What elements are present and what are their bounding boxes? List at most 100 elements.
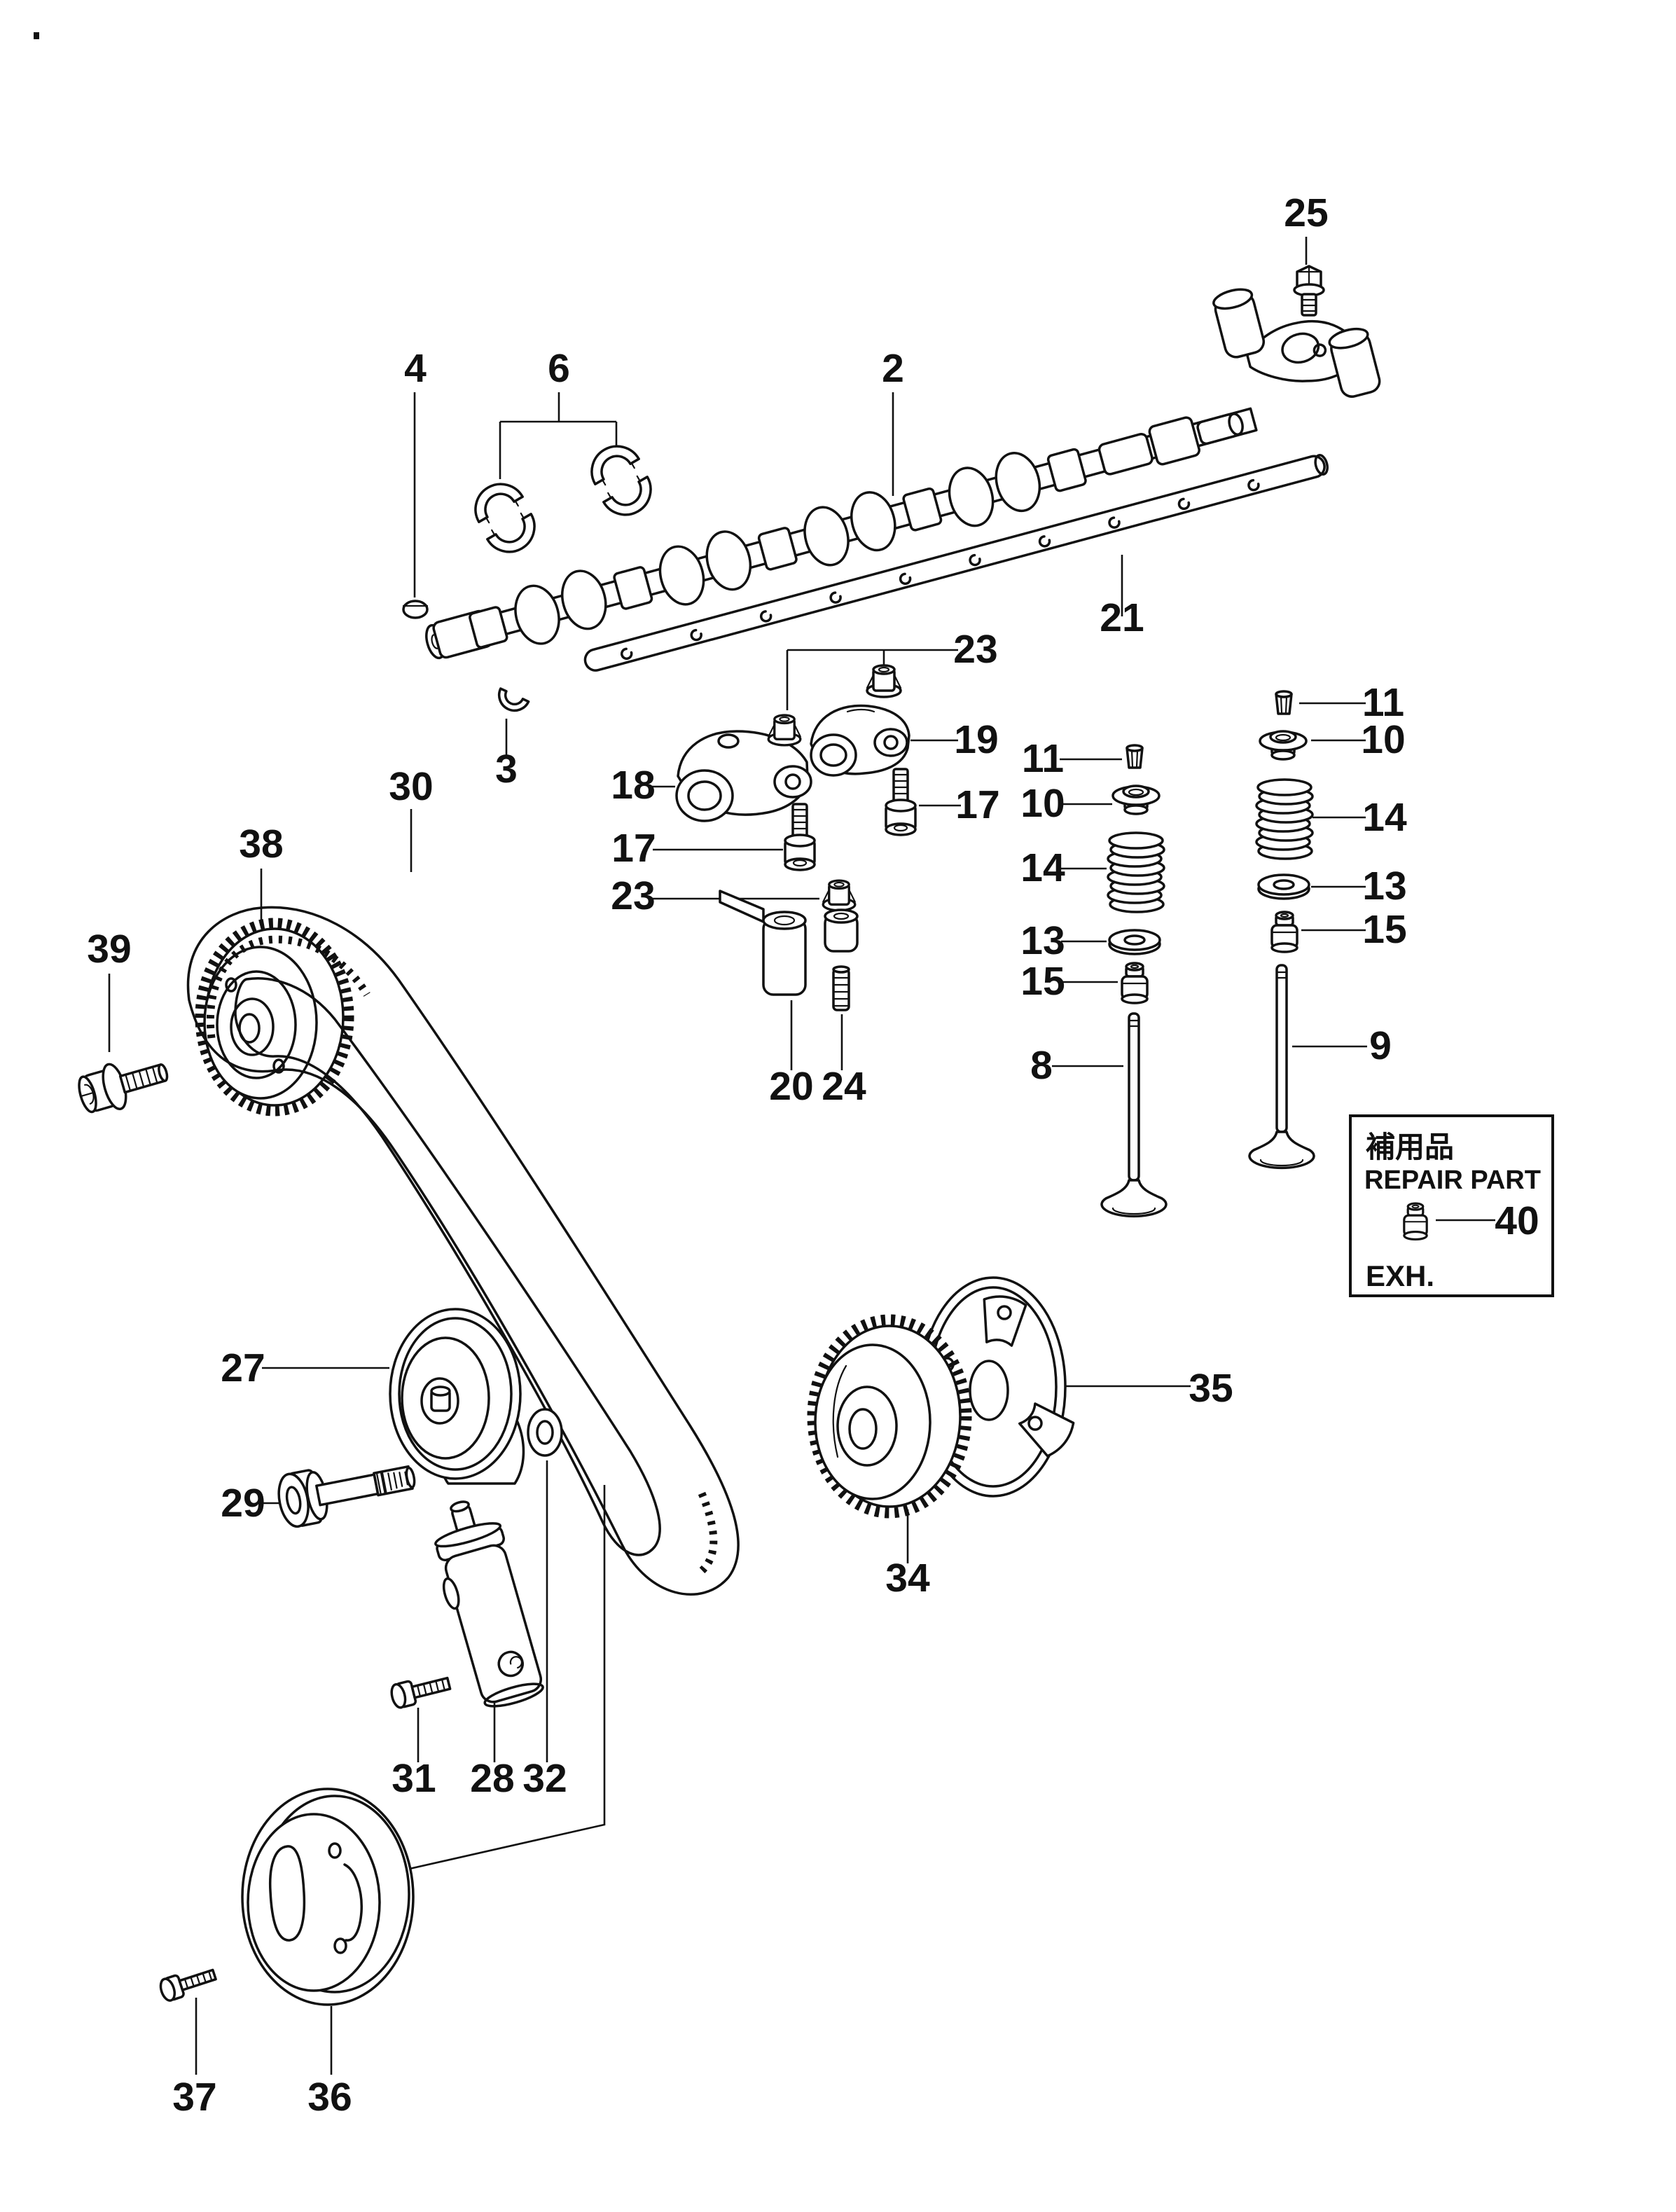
camshaft-plug xyxy=(402,600,429,619)
callout-36: 36 xyxy=(307,2075,352,2120)
intake-valve-8 xyxy=(1100,1012,1168,1218)
callout-17-left: 17 xyxy=(611,826,656,871)
camshaft xyxy=(425,407,1258,660)
callout-15-right: 15 xyxy=(1362,907,1406,952)
stem-seal-15-right xyxy=(1270,911,1298,953)
leader-valve-right-column xyxy=(1299,702,1366,932)
tensioner-damper-28 xyxy=(434,1500,544,1708)
print-speck xyxy=(34,32,39,39)
callout-25: 25 xyxy=(1284,191,1328,235)
callout-23-bottom: 23 xyxy=(611,873,655,918)
pulley-slot xyxy=(268,1845,306,1942)
callout-40: 40 xyxy=(1495,1198,1539,1243)
rocker-nut-23-a xyxy=(866,664,902,698)
stem-seal-15-left xyxy=(1121,962,1149,1004)
damper-bolt-31 xyxy=(390,1676,452,1709)
callout-14-left: 14 xyxy=(1020,845,1065,890)
callout-18: 18 xyxy=(611,763,655,808)
rocker-arm-18 xyxy=(675,730,812,822)
timing-belt xyxy=(186,906,740,1596)
callout-6: 6 xyxy=(548,346,570,391)
leader-6 xyxy=(499,392,618,479)
repair-box-frame xyxy=(1349,1114,1554,1297)
pulley-bolt-37 xyxy=(159,1968,217,2002)
repair-part-box: 補用品 REPAIR PART 40 EXH. xyxy=(1349,1114,1554,1297)
belt-inner-edge xyxy=(234,977,661,1556)
rocker-shaft xyxy=(583,454,1329,672)
callout-2: 2 xyxy=(882,346,904,391)
callout-4: 4 xyxy=(404,346,427,391)
callout-13-left: 13 xyxy=(1020,918,1065,963)
rocker-nut-23-b xyxy=(767,714,802,747)
callout-37: 37 xyxy=(172,2075,216,2120)
shaft-oil-holes xyxy=(620,478,1260,661)
valve-spring-14-left xyxy=(1107,831,1165,913)
crank-pulley-36 xyxy=(241,1788,415,2006)
callout-30: 30 xyxy=(389,764,433,809)
washer-32 xyxy=(527,1408,563,1457)
mount-bracket-group xyxy=(719,890,859,1011)
callout-29: 29 xyxy=(221,1481,265,1526)
callout-20: 20 xyxy=(769,1064,813,1109)
belt-teeth-bottom xyxy=(696,1491,718,1577)
callout-39: 39 xyxy=(87,927,131,972)
camshaft-cap xyxy=(1212,288,1381,398)
valve-keeper-11-left xyxy=(1126,744,1144,769)
leader-23-top xyxy=(786,649,958,710)
callout-24: 24 xyxy=(822,1064,866,1109)
callout-31: 31 xyxy=(392,1756,436,1801)
repair-box-note: EXH. xyxy=(1366,1259,1434,1292)
callout-21: 21 xyxy=(1100,595,1144,640)
callout-9: 9 xyxy=(1369,1023,1392,1068)
callout-34: 34 xyxy=(885,1556,930,1601)
bracket-arm xyxy=(719,890,765,923)
callout-17-right: 17 xyxy=(955,782,999,827)
stud-24 xyxy=(832,965,850,1011)
cap-bolt-25 xyxy=(1293,265,1325,317)
valve-keeper-11-right xyxy=(1275,690,1293,715)
pulley-teeth-ring xyxy=(195,918,354,1117)
spring-seat-13-right xyxy=(1257,873,1310,900)
callout-labels: 25 4 6 2 21 23 19 17 18 17 23 3 30 38 39… xyxy=(87,191,1407,2120)
callout-10-right: 10 xyxy=(1361,717,1405,762)
callout-3: 3 xyxy=(495,747,518,792)
rocker-arm-group xyxy=(675,664,917,912)
callout-14-right: 14 xyxy=(1362,795,1407,840)
rocker-arm-19 xyxy=(810,704,910,777)
spring-retainer-10-left xyxy=(1111,784,1161,815)
repair-box-title-en: REPAIR PART xyxy=(1364,1166,1541,1195)
callout-19: 19 xyxy=(954,717,998,762)
callout-28: 28 xyxy=(470,1756,514,1801)
spring-retainer-10-right xyxy=(1259,730,1308,761)
repair-box-title-jp: 補用品 xyxy=(1366,1131,1454,1163)
rocker-bolt-17-right xyxy=(885,768,917,836)
tensioner-pulley-27 xyxy=(389,1308,522,1480)
pulley-bolt-39 xyxy=(78,1063,169,1114)
callout-32: 32 xyxy=(522,1756,567,1801)
rocker-bolt-17-left xyxy=(784,803,816,871)
callout-15-left: 15 xyxy=(1020,959,1065,1004)
callout-38: 38 xyxy=(239,822,283,866)
valve-spring-14-right xyxy=(1255,778,1314,860)
callout-27: 27 xyxy=(221,1346,265,1390)
valve-train-left-column xyxy=(1100,744,1168,1218)
callout-11-left: 11 xyxy=(1022,736,1064,781)
exhaust-valve-9 xyxy=(1248,964,1315,1170)
tensioner-group xyxy=(277,1308,563,1528)
callout-23-top: 23 xyxy=(953,627,997,672)
callout-11-right: 11 xyxy=(1362,680,1404,725)
rocker-shaft-clip xyxy=(498,687,530,712)
belt-outer-edge xyxy=(186,906,740,1596)
callout-8: 8 xyxy=(1030,1043,1053,1088)
spring-seat-13-left xyxy=(1108,929,1161,955)
callout-35: 35 xyxy=(1189,1366,1233,1411)
camshaft-bearings xyxy=(465,436,661,562)
callout-13-right: 13 xyxy=(1362,864,1406,908)
adjuster-nut-23 xyxy=(822,879,857,912)
callout-10-left: 10 xyxy=(1020,781,1065,826)
sprocket-teeth-ring xyxy=(807,1314,972,1519)
crank-sprocket-34 xyxy=(807,1314,972,1519)
tensioner-bolt-29 xyxy=(277,1465,416,1528)
